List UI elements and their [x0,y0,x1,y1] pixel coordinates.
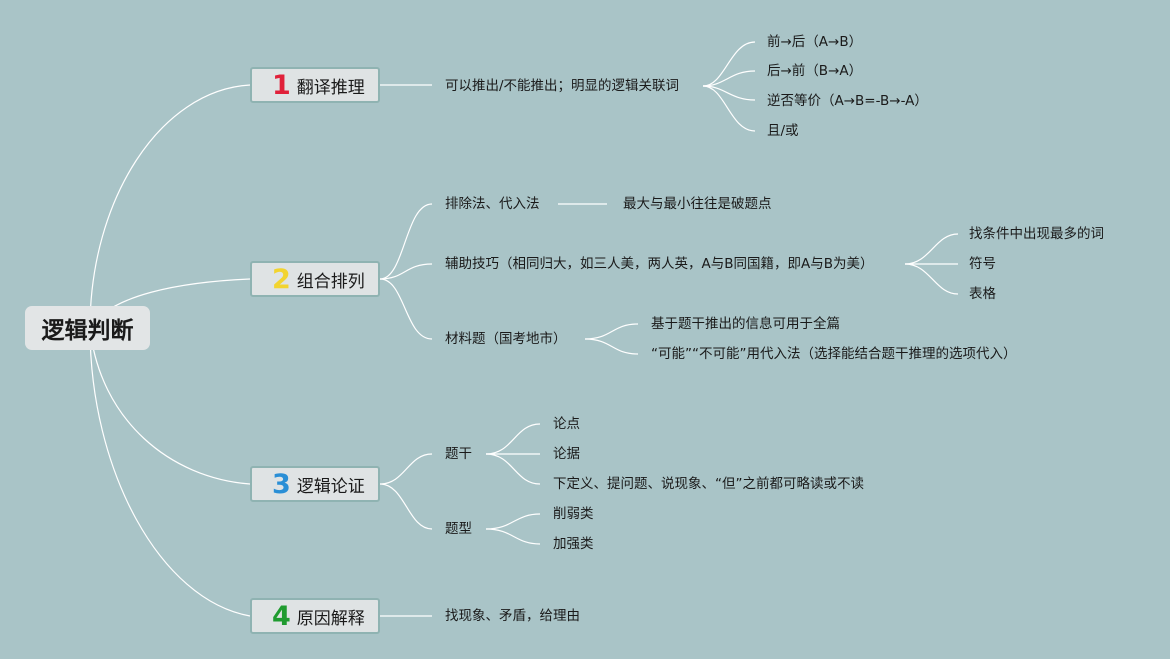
subtopic-frequent-word[interactable]: 找条件中出现最多的词 [969,226,1104,242]
number-1-icon: 1 [272,69,291,101]
link-b2-l2 [379,263,433,280]
branch-translation-reasoning[interactable]: 1 翻译推理 [250,67,380,103]
branch-logical-argument[interactable]: 3 逻辑论证 [250,466,380,502]
topic-elimination-substitution[interactable]: 排除法、代入法 [445,196,540,212]
link-b3-l1-c1 [485,423,541,455]
branch-label: 组合排列 [296,271,365,292]
link-root-b1 [89,84,251,329]
subtopic-contrapositive[interactable]: 逆否等价（A→B=-B→-A） [767,93,928,109]
subtopic-table[interactable]: 表格 [969,286,996,302]
subtopic-symbols[interactable]: 符号 [969,256,996,272]
link-b3-l1 [379,453,433,485]
topic-find-phenomenon[interactable]: 找现象、矛盾，给理由 [445,608,580,624]
subtopic-max-min[interactable]: 最大与最小往往是破题点 [623,196,772,212]
subtopic-forward[interactable]: 前→后（A→B） [767,34,863,50]
branch-cause-explanation[interactable]: 4 原因解释 [250,598,380,634]
link-b1-c4 [702,85,756,132]
link-root-b4 [89,327,251,617]
link-b3-l2-c2 [485,528,541,545]
root-node[interactable]: 逻辑判断 [25,306,150,350]
link-b2-l2-c3 [904,263,959,295]
subtopic-argument-point[interactable]: 论点 [553,416,580,432]
number-3-icon: 3 [272,468,291,500]
subtopic-backward[interactable]: 后→前（B→A） [767,63,863,79]
subtopic-weaken[interactable]: 削弱类 [553,506,594,522]
link-b3-l2-c1 [485,513,541,530]
link-b3-l2 [379,483,433,530]
topic-auxiliary-techniques[interactable]: 辅助技巧（相同归大，如三人美，两人英，A与B同国籍，即A与B为美） [445,256,874,272]
topic-question-type[interactable]: 题型 [445,521,472,537]
branch-label: 翻译推理 [296,77,365,98]
link-b2-l2-c1 [904,233,959,265]
link-b2-l3-c1 [584,323,639,340]
subtopic-possible-impossible[interactable]: “可能”“不可能”用代入法（选择能结合题干推理的选项代入） [651,346,1017,362]
subtopic-and-or[interactable]: 且/或 [767,123,799,139]
subtopic-skim[interactable]: 下定义、提问题、说现象、“但”之前都可略读或不读 [553,476,864,492]
subtopic-strengthen[interactable]: 加强类 [553,536,594,552]
branch-label: 原因解释 [296,608,365,629]
subtopic-info-reuse[interactable]: 基于题干推出的信息可用于全篇 [651,316,840,332]
subtopic-evidence[interactable]: 论据 [553,446,580,462]
root-label: 逻辑判断 [41,318,134,344]
link-root-b3 [89,327,251,485]
topic-logic-connectives[interactable]: 可以推出/不能推出；明显的逻辑关联词 [445,78,680,94]
topic-question-stem[interactable]: 题干 [445,446,472,462]
link-b3-l1-c3 [485,453,541,485]
branch-combination-arrangement[interactable]: 2 组合排列 [250,261,380,297]
branch-label: 逻辑论证 [296,476,365,497]
link-b2-l3 [379,278,433,340]
link-b1-c1 [702,41,756,87]
link-b1-c2 [702,70,756,87]
topic-material-questions[interactable]: 材料题（国考地市） [445,331,567,347]
link-b2-l1 [379,203,433,280]
number-4-icon: 4 [272,600,291,632]
link-b2-l3-c2 [584,338,639,355]
number-2-icon: 2 [272,263,291,295]
